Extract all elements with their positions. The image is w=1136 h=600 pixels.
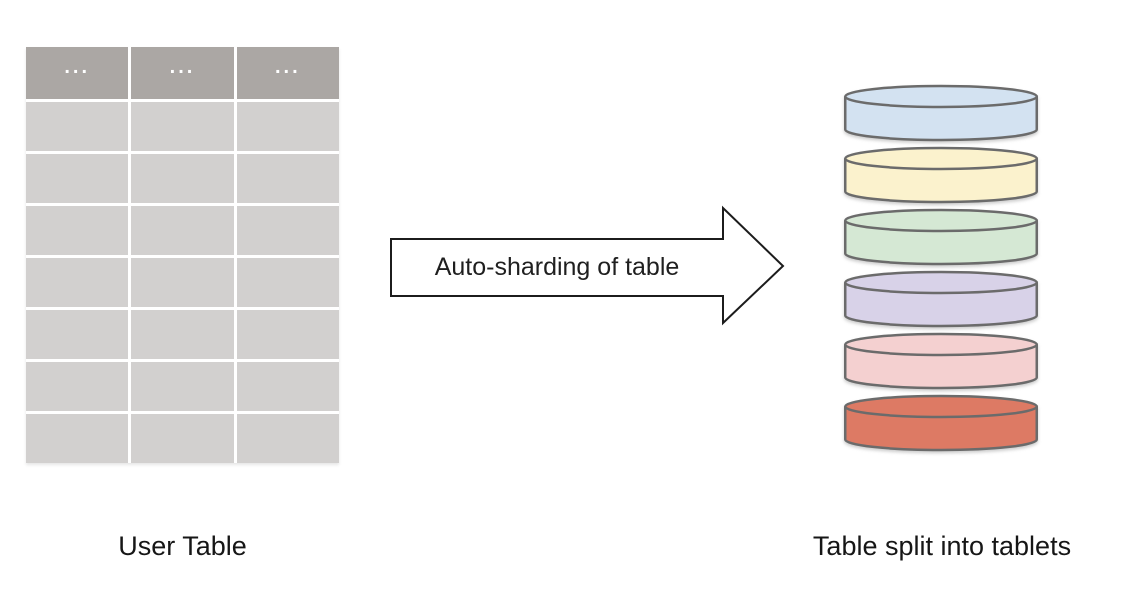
ellipsis-text: ...	[169, 55, 196, 78]
user-table-cell	[131, 102, 234, 151]
arrow-icon	[390, 205, 785, 326]
user-table-caption: User Table	[118, 531, 247, 561]
ellipsis-text: ...	[274, 55, 301, 78]
cylinder-icon	[844, 84, 1038, 142]
user-table-header-cell: ...	[131, 47, 234, 99]
arrow-shape-path	[390, 205, 785, 326]
tablet-3	[842, 208, 1040, 266]
tablet-2	[842, 146, 1040, 204]
user-table-cell	[236, 206, 339, 255]
user-table-cell	[26, 102, 129, 151]
user-table-cell	[26, 258, 129, 307]
cylinder-icon	[844, 332, 1038, 390]
user-table: .........	[26, 47, 339, 463]
user-table-cell	[131, 258, 234, 307]
arrow-label: Auto-sharding of table	[434, 253, 680, 281]
user-table-cell	[131, 206, 234, 255]
user-table-cell	[26, 206, 129, 255]
tablet-4	[842, 270, 1040, 328]
user-table-cell	[236, 154, 339, 203]
user-table-cell	[131, 414, 234, 463]
user-table-cell	[131, 310, 234, 359]
user-table-cell	[236, 258, 339, 307]
user-table-cell	[131, 154, 234, 203]
tablet-6	[842, 394, 1040, 452]
user-table-cell	[26, 414, 129, 463]
user-table-cell	[26, 154, 129, 203]
tablets-caption: Table split into tablets	[812, 531, 1072, 561]
user-table-cell	[236, 362, 339, 411]
cylinder-icon	[844, 208, 1038, 266]
cylinder-icon	[844, 270, 1038, 328]
user-table-cell	[131, 362, 234, 411]
cylinder-icon	[844, 146, 1038, 204]
tablet-5	[842, 332, 1040, 390]
user-table-cell	[26, 310, 129, 359]
tablet-1	[842, 84, 1040, 142]
tablet-stack	[842, 84, 1040, 452]
user-table-cell	[236, 102, 339, 151]
user-table-cell	[236, 414, 339, 463]
user-table-header-cell: ...	[26, 47, 129, 99]
cylinder-icon	[844, 394, 1038, 452]
user-table-header-cell: ...	[236, 47, 339, 99]
user-table-cell	[236, 310, 339, 359]
user-table-cell	[26, 362, 129, 411]
ellipsis-text: ...	[64, 55, 90, 78]
